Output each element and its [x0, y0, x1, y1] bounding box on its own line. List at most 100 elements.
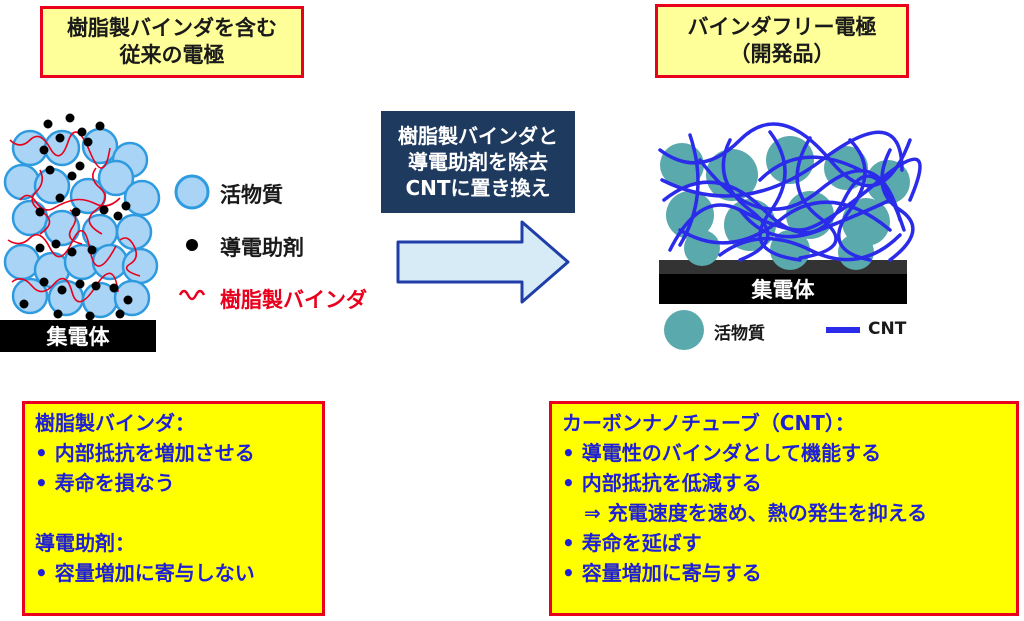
cnt-fiber — [880, 148, 915, 262]
left-collector-label: 集電体 — [46, 325, 110, 349]
process-line: 樹脂製バインダと — [398, 124, 558, 148]
binder-fiber — [9, 131, 111, 169]
info-line: • 寿命を損なう — [35, 471, 175, 495]
title-line: 樹脂製バインダを含む — [67, 15, 277, 40]
process-description-box: 樹脂製バインダと 導電助剤を除去 CNTに置き換え — [381, 111, 575, 213]
conductive-aid-dot — [67, 247, 77, 257]
conductive-aid-dot — [87, 245, 97, 255]
conductive-aid-dot — [77, 127, 87, 137]
info-line: • 導電性のバインダとして機能する — [562, 441, 882, 465]
info-line: • 容量増加に寄与する — [562, 561, 762, 585]
active-material-legend-icon — [174, 174, 210, 210]
conductive-aid-legend-label: 導電助剤 — [220, 236, 304, 260]
conductive-aid-dot — [39, 145, 49, 155]
cnt-fiber — [758, 130, 802, 262]
cnt-fiber — [738, 198, 892, 239]
conductive-aid-dot — [113, 211, 123, 221]
binder-legend-icon — [178, 289, 206, 301]
active-material-particle — [11, 199, 49, 237]
title-line: （開発品） — [729, 42, 835, 66]
active-material-legend-icon — [664, 310, 704, 350]
conductive-aid-dot — [55, 193, 65, 203]
info-line: • 内部抵抗を増加させる — [35, 441, 255, 465]
conductive-aid-dot — [91, 281, 101, 291]
conductive-aid-dot — [71, 207, 81, 217]
active-material-particle — [3, 243, 41, 281]
left-binder-fibers — [7, 131, 141, 303]
conductive-aid-legend-icon — [186, 239, 198, 251]
binder-legend-label: 樹脂製バインダ — [220, 288, 367, 312]
conductive-aid-dot — [45, 165, 55, 175]
cnt-benefits-box: カーボンナノチューブ（CNT）： • 導電性のバインダとして機能する • 内部抵… — [549, 401, 1019, 616]
conductive-aid-dot — [53, 309, 63, 319]
spacer — [35, 498, 312, 528]
active-material-particle — [660, 143, 704, 187]
title-line: 従来の電極 — [119, 43, 225, 67]
cnt-fiber — [795, 136, 838, 260]
conductive-aid-dot — [95, 121, 105, 131]
conductive-aid-dot — [35, 207, 45, 217]
conductive-aid-dot — [51, 239, 61, 249]
cnt-fiber — [668, 157, 922, 252]
active-material-particle — [866, 160, 910, 204]
active-material-particle — [706, 149, 758, 201]
binder-fiber — [119, 237, 141, 277]
cnt-fiber — [718, 233, 902, 262]
info-line: • 内部抵抗を低減する — [562, 471, 762, 495]
conductive-aid-dot — [57, 285, 67, 295]
active-material-legend-label: 活物質 — [714, 324, 765, 344]
binder-fiber — [88, 167, 106, 235]
conductive-aid-dot — [121, 201, 131, 211]
left-active-material-particles — [3, 127, 161, 319]
process-arrow — [396, 220, 570, 304]
binder-fiber — [11, 272, 119, 303]
right-collector-label: 集電体 — [751, 278, 815, 302]
left-current-collector — [0, 320, 156, 352]
title-line: バインダフリー電極 — [687, 14, 877, 39]
active-material-particle — [123, 179, 161, 217]
conventional-drawbacks-box: 樹脂製バインダ： • 内部抵抗を増加させる • 寿命を損なう 導電助剤： • 容… — [22, 401, 325, 616]
cnt-fiber — [660, 130, 904, 198]
info-line: カーボンナノチューブ（CNT）： — [562, 411, 855, 435]
right-cnt-network — [658, 122, 922, 262]
conductive-aid-dot — [99, 205, 109, 215]
conductive-aid-dot — [83, 137, 93, 147]
conductive-aid-dot — [85, 311, 95, 321]
active-material-particle — [115, 213, 153, 251]
conductive-aid-dot — [39, 277, 49, 287]
conductive-aid-dot — [43, 119, 53, 129]
process-line: 導電助剤を除去 — [408, 150, 548, 174]
cnt-fiber — [758, 155, 862, 182]
binder-fiber — [19, 194, 121, 211]
conductive-aid-dot — [75, 161, 85, 171]
active-material-particle — [684, 230, 720, 266]
cnt-legend-label: CNT — [868, 319, 907, 339]
conductive-aid-dot — [75, 279, 85, 289]
binder-fiber — [31, 169, 51, 235]
binder-free-electrode-title: バインダフリー電極 （開発品） — [655, 4, 909, 78]
binder-fiber — [7, 230, 117, 267]
cnt-fiber — [837, 138, 872, 262]
conductive-aid-dot — [67, 171, 77, 181]
active-material-particle — [842, 198, 890, 246]
conductive-aid-dot — [35, 243, 45, 253]
cnt-fiber — [721, 138, 770, 262]
cnt-fiber — [678, 200, 892, 245]
cnt-legend-icon — [826, 327, 860, 333]
info-line: • 寿命を延ばす — [562, 531, 702, 555]
info-line: 樹脂製バインダ： — [35, 411, 195, 435]
conductive-aid-dot — [123, 295, 133, 305]
info-line: • 容量増加に寄与しない — [35, 561, 255, 585]
conventional-electrode-title: 樹脂製バインダを含む 従来の電極 — [40, 6, 304, 78]
info-line: ⇒ 充電速度を速め、熱の発生を抑える — [584, 501, 928, 525]
process-line: CNTに置き換え — [405, 176, 551, 200]
active-material-particle — [838, 234, 874, 270]
right-current-collector — [659, 274, 907, 304]
left-conductive-aid-dots — [19, 113, 133, 321]
conductive-aid-dot — [109, 283, 119, 293]
info-line: 導電助剤： — [35, 531, 135, 555]
conductive-aid-dot — [115, 309, 125, 319]
active-material-legend-label: 活物質 — [220, 183, 283, 207]
conductive-aid-dot — [55, 133, 65, 143]
